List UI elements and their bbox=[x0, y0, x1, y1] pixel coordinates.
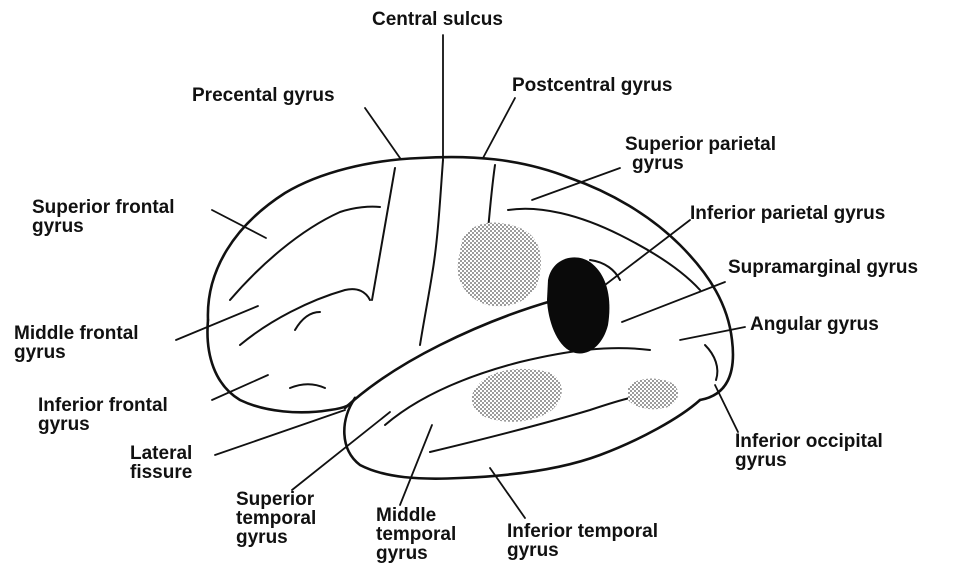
leader-precentral bbox=[365, 108, 400, 158]
superior-frontal-sulcus bbox=[230, 207, 380, 300]
label-supramarginal-gyrus: Supramarginal gyrus bbox=[728, 258, 918, 277]
leader-middle-temporal bbox=[400, 425, 432, 505]
label-middle-temporal-gyrus: Middle temporal gyrus bbox=[376, 506, 456, 563]
leader-supramarginal bbox=[622, 282, 725, 322]
label-postcentral-gyrus: Postcentral gyrus bbox=[512, 76, 673, 95]
leader-lateral-fissure bbox=[215, 410, 345, 455]
label-inferior-frontal-gyrus: Inferior frontal gyrus bbox=[38, 396, 168, 434]
precentral-sulcus-line bbox=[372, 168, 395, 300]
stippled-region-motor bbox=[458, 223, 541, 307]
stippled-region-temporal bbox=[472, 369, 562, 422]
label-lateral-fissure: Lateral fissure bbox=[130, 444, 192, 482]
label-superior-parietal-gyrus: Superior parietal gyrus bbox=[625, 135, 776, 173]
label-inferior-parietal-gyrus: Inferior parietal gyrus bbox=[690, 204, 885, 223]
frontal-notch bbox=[295, 312, 320, 330]
leader-inferior-parietal bbox=[605, 220, 690, 285]
label-angular-gyrus: Angular gyrus bbox=[750, 315, 879, 334]
central-sulcus-line bbox=[420, 160, 443, 345]
solid-region-supramarginal bbox=[547, 257, 609, 353]
label-inferior-temporal-gyrus: Inferior temporal gyrus bbox=[507, 522, 658, 560]
occipital-notch bbox=[705, 345, 717, 380]
label-middle-frontal-gyrus: Middle frontal gyrus bbox=[14, 324, 139, 362]
brain-outline-frontal-lower bbox=[207, 320, 355, 412]
label-superior-frontal-gyrus: Superior frontal gyrus bbox=[32, 198, 175, 236]
leader-angular bbox=[680, 327, 745, 340]
frontal-notch-2 bbox=[290, 384, 325, 388]
label-inferior-occipital-gyrus: Inferior occipital gyrus bbox=[735, 432, 883, 470]
leader-inferior-occipital bbox=[715, 385, 738, 432]
label-precentral-gyrus: Precental gyrus bbox=[192, 86, 335, 105]
label-central-sulcus: Central sulcus bbox=[372, 10, 503, 29]
label-superior-temporal-gyrus: Superior temporal gyrus bbox=[236, 490, 316, 547]
leader-middle-frontal bbox=[176, 306, 258, 340]
leader-postcentral bbox=[483, 98, 515, 158]
stippled-region-occipital bbox=[628, 379, 678, 410]
leader-superior-parietal bbox=[532, 168, 620, 200]
